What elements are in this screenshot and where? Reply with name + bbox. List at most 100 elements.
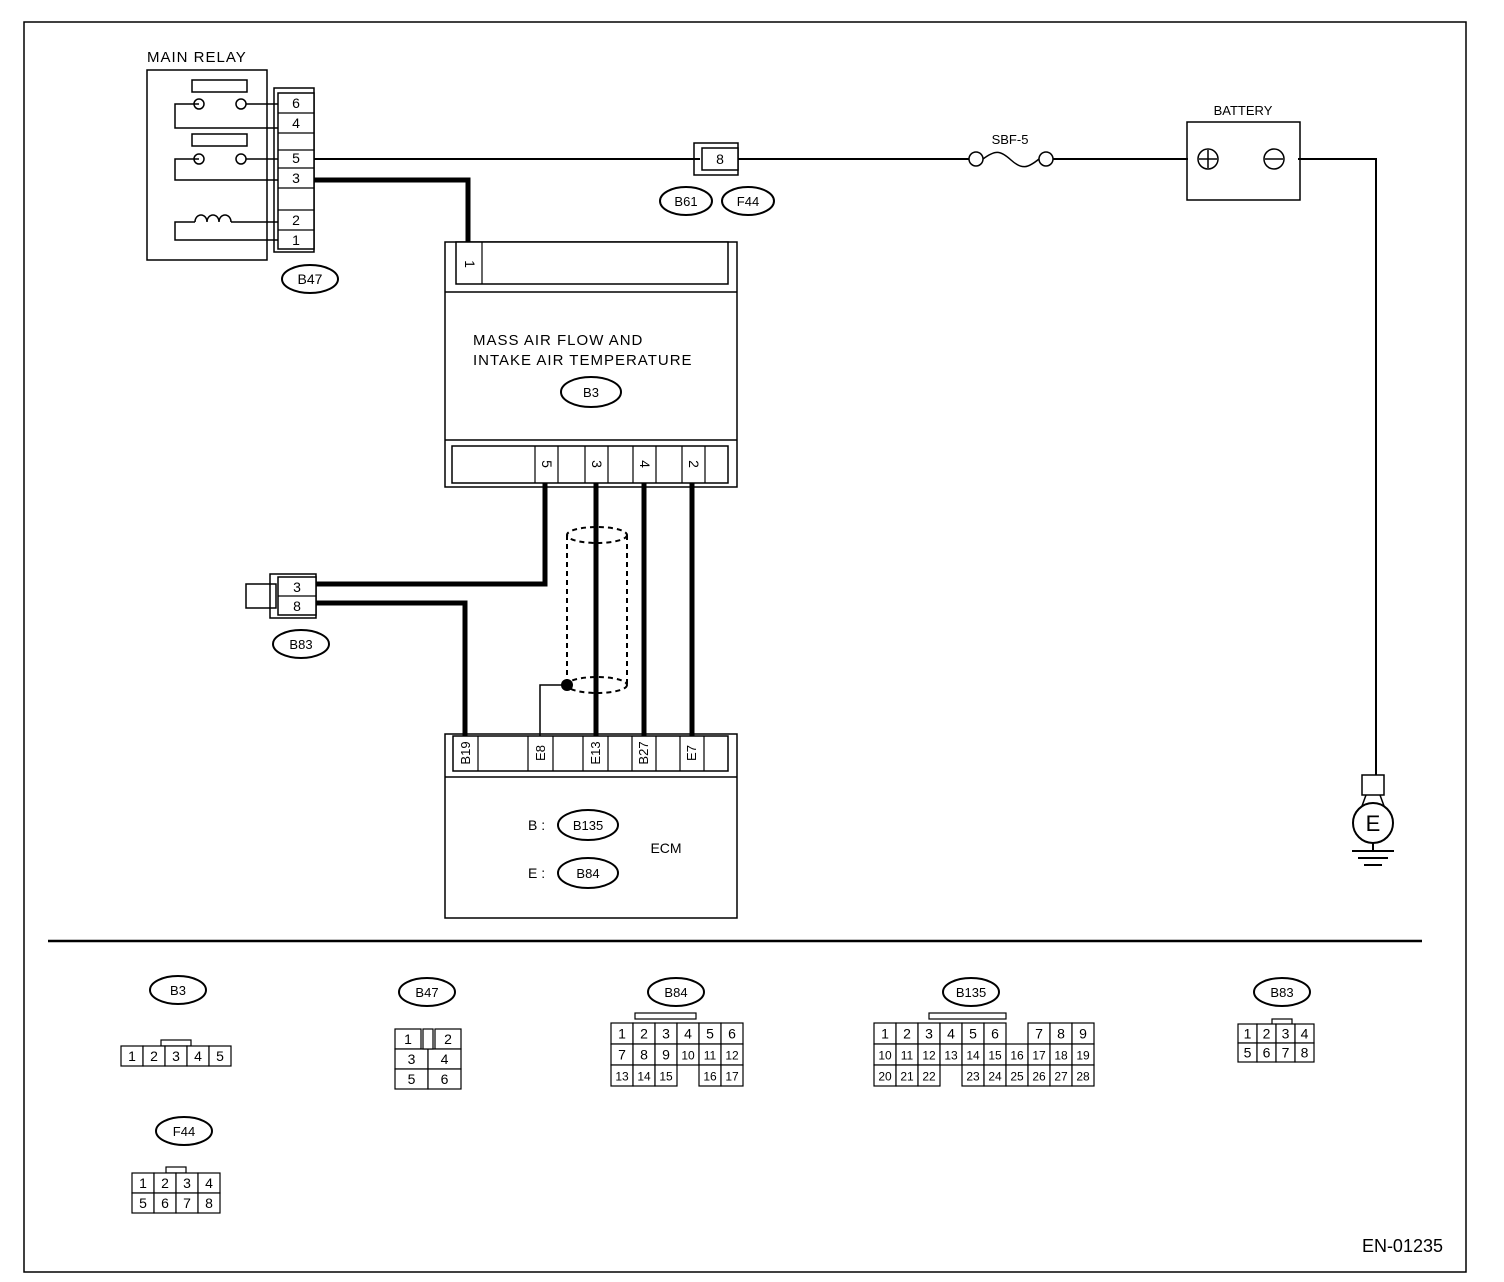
b83-pin-8: 8 — [293, 598, 301, 614]
ground-label: E — [1366, 811, 1381, 836]
pin-5: 5 — [1244, 1045, 1252, 1061]
maf-sensor: 1 MASS AIR FLOW AND INTAKE AIR TEMPERATU… — [444, 241, 738, 488]
b83-connector: 3 8 B83 — [245, 573, 330, 659]
pin-2: 2 — [1263, 1026, 1271, 1042]
pin-1: 1 — [881, 1026, 889, 1042]
pin-22: 22 — [922, 1070, 936, 1084]
pin-11: 11 — [901, 1049, 914, 1063]
pin-1: 1 — [1244, 1026, 1252, 1042]
pin-16: 16 — [703, 1070, 717, 1084]
pin-2: 2 — [640, 1026, 648, 1042]
pin-1: 1 — [128, 1048, 136, 1064]
pin-19: 19 — [1076, 1049, 1090, 1063]
pin-3: 3 — [662, 1026, 670, 1042]
maf-pin-5: 5 — [539, 460, 555, 468]
maf-pin-1: 1 — [462, 260, 478, 268]
pin-14: 14 — [637, 1070, 651, 1084]
pin-3: 3 — [408, 1051, 416, 1067]
relay-connector-label: B47 — [298, 271, 323, 287]
pin-14: 14 — [966, 1049, 980, 1063]
pin-16: 16 — [1010, 1049, 1024, 1063]
connector-view-label: B135 — [956, 985, 986, 1000]
pin-12: 12 — [922, 1049, 936, 1063]
maf-title-line1: MASS AIR FLOW AND — [473, 332, 643, 349]
ecm-b-connector: B135 — [573, 818, 603, 833]
pin-2: 2 — [150, 1048, 158, 1064]
relay-pin-2: 2 — [292, 212, 300, 228]
ecm: B19 E8 E13 B27 E7 B : B135 E : B84 ECM — [444, 733, 738, 919]
pin-5: 5 — [969, 1026, 977, 1042]
ecm-pin-e7: E7 — [684, 745, 699, 761]
ecm-e-connector: B84 — [576, 866, 599, 881]
ecm-pin-b19: B19 — [458, 741, 473, 764]
pin-4: 4 — [194, 1048, 202, 1064]
pin-7: 7 — [1282, 1045, 1290, 1061]
main-relay-title: MAIN RELAY — [147, 49, 247, 66]
pin-25: 25 — [1010, 1070, 1024, 1084]
pin-12: 12 — [725, 1049, 739, 1063]
b83-pin-3: 3 — [293, 579, 301, 595]
pin-8: 8 — [1301, 1045, 1309, 1061]
pin-15: 15 — [659, 1070, 673, 1084]
pin-20: 20 — [878, 1070, 892, 1084]
pin-2: 2 — [161, 1175, 169, 1191]
pin-4: 4 — [1301, 1026, 1309, 1042]
relay-pin-1: 1 — [292, 232, 300, 248]
pin-21: 21 — [900, 1070, 914, 1084]
pin-6: 6 — [161, 1195, 169, 1211]
pin-23: 23 — [966, 1070, 980, 1084]
ecm-pin-e13: E13 — [588, 741, 603, 764]
connector-view-label: B47 — [415, 985, 438, 1000]
figure-code: EN-01235 — [1362, 1236, 1443, 1256]
pin-3: 3 — [183, 1175, 191, 1191]
pin-5: 5 — [408, 1071, 416, 1087]
connector-view-label: F44 — [173, 1124, 195, 1139]
pin-9: 9 — [662, 1047, 670, 1063]
pin-11: 11 — [704, 1049, 717, 1063]
wires — [314, 158, 1377, 775]
maf-pin-3: 3 — [589, 460, 605, 468]
connector-view-label: B84 — [664, 985, 687, 1000]
pin-27: 27 — [1054, 1070, 1068, 1084]
pin-15: 15 — [988, 1049, 1002, 1063]
junction-pin-8: 8 — [716, 151, 724, 167]
pin-6: 6 — [441, 1071, 449, 1087]
pin-4: 4 — [947, 1026, 955, 1042]
junction-connector: 8 B61 F44 — [659, 142, 775, 216]
pin-8: 8 — [205, 1195, 213, 1211]
connector-view-label: B3 — [170, 983, 186, 998]
fuse-sbf5: SBF-5 — [968, 132, 1054, 168]
relay-pin-5: 5 — [292, 150, 300, 166]
pin-7: 7 — [183, 1195, 191, 1211]
shield — [566, 526, 628, 694]
battery: BATTERY — [1186, 103, 1301, 201]
junction-label-f44: F44 — [737, 194, 759, 209]
relay-pin-4: 4 — [292, 115, 300, 131]
pin-3: 3 — [1282, 1026, 1290, 1042]
relay-pin-3: 3 — [292, 170, 300, 186]
relay-pin-6: 6 — [292, 95, 300, 111]
maf-title-line2: INTAKE AIR TEMPERATURE — [473, 352, 693, 369]
pin-24: 24 — [988, 1070, 1002, 1084]
pin-18: 18 — [1054, 1049, 1068, 1063]
pin-1: 1 — [404, 1031, 412, 1047]
pin-13: 13 — [944, 1049, 958, 1063]
outer-frame — [23, 21, 1467, 1273]
junction-label-b61: B61 — [674, 194, 697, 209]
pin-10: 10 — [878, 1049, 892, 1063]
pin-6: 6 — [728, 1026, 736, 1042]
pin-7: 7 — [618, 1047, 626, 1063]
connector-view-label: B83 — [1270, 985, 1293, 1000]
ecm-title: ECM — [650, 840, 681, 856]
pin-1: 1 — [618, 1026, 626, 1042]
ecm-b-prefix: B : — [528, 817, 545, 833]
pin-8: 8 — [640, 1047, 648, 1063]
pin-28: 28 — [1076, 1070, 1090, 1084]
ecm-e-prefix: E : — [528, 865, 545, 881]
pin-3: 3 — [172, 1048, 180, 1064]
